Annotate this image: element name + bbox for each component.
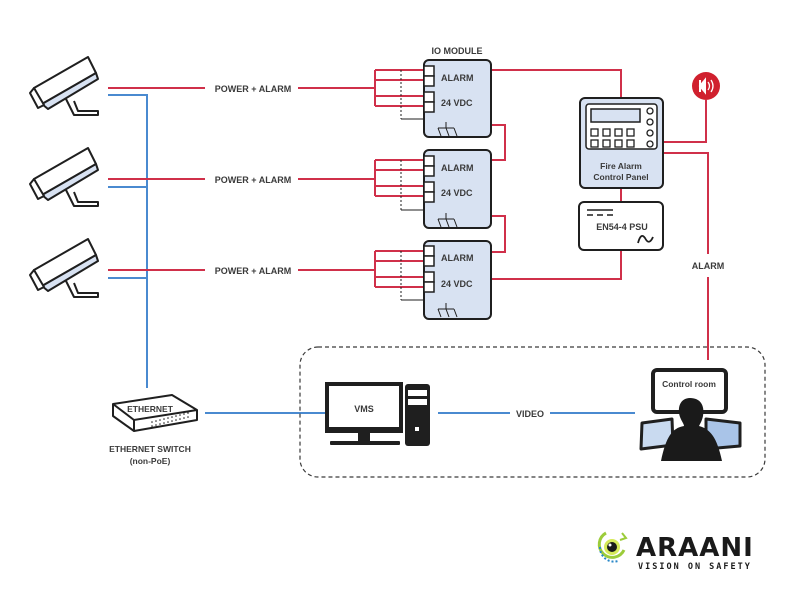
alarm-terminal (423, 65, 435, 77)
alarm-terminal (423, 75, 435, 87)
alarm-terminal (423, 255, 435, 267)
switch-ports (151, 412, 189, 427)
camera2-link-label: POWER + ALARM (215, 175, 291, 185)
alarm-terminal (423, 165, 435, 177)
camera1-link-label: POWER + ALARM (215, 84, 291, 94)
ac-icon (637, 235, 654, 244)
io-module-2[interactable]: ALARM 24 VDC (423, 149, 492, 229)
power-terminal (423, 271, 435, 283)
power-label: 24 VDC (441, 279, 473, 289)
power-alarm-wiring (108, 69, 709, 360)
computer-tower-icon (405, 384, 430, 446)
alarm-label: ALARM (441, 73, 474, 83)
alarm-terminal (423, 155, 435, 167)
io-to-panel-line (491, 69, 622, 97)
psu-label: EN54-4 PSU (596, 222, 648, 232)
operator-silhouette-icon (661, 398, 722, 461)
vms-label: VMS (354, 404, 374, 414)
power-terminal (423, 91, 435, 103)
network-wiring (108, 94, 635, 414)
monitoring-zone-boundary (299, 346, 766, 478)
cctv-camera-icon[interactable] (29, 238, 99, 298)
video-link-label: VIDEO (516, 409, 544, 419)
io-module-1[interactable]: ALARM 24 VDC (423, 59, 492, 138)
power-label: 24 VDC (441, 98, 473, 108)
control-room[interactable]: Control room (639, 368, 742, 461)
camera3-link-label: POWER + ALARM (215, 266, 291, 276)
fire-alarm-control-panel[interactable]: Fire Alarm Control Panel (579, 97, 664, 189)
lcd-display (590, 108, 641, 123)
alarm-label: ALARM (441, 253, 474, 263)
logo-tagline: VISION ON SAFETY (638, 562, 752, 572)
sounder-beacon-icon[interactable] (692, 72, 720, 100)
control-room-label: Control room (662, 379, 716, 389)
switch-body-label: ETHERNET (127, 404, 174, 414)
cctv-camera-icon[interactable] (29, 147, 99, 207)
vms-monitor (325, 382, 403, 433)
panel-to-beacon-line (663, 100, 707, 143)
alarm-label: ALARM (441, 163, 474, 173)
power-label: 24 VDC (441, 188, 473, 198)
ethernet-switch[interactable]: ETHERNET (112, 394, 198, 432)
fire-panel-label-line1: Fire Alarm (600, 161, 642, 171)
power-terminal (423, 191, 435, 203)
io-module-3[interactable]: ALARM 24 VDC (423, 240, 492, 320)
keypad-buttons (590, 107, 654, 148)
panel-to-control-room-alarm-line (663, 152, 709, 360)
logo-wordmark: ARAANI (636, 533, 754, 563)
power-terminal (423, 281, 435, 293)
switch-caption-line2: (non-PoE) (130, 456, 171, 466)
io-module-title: IO MODULE (432, 46, 483, 56)
araani-logo: ARAANI VISION ON SAFETY (597, 531, 754, 572)
io-to-psu-line (491, 250, 622, 280)
power-terminal (423, 181, 435, 193)
vms-workstation[interactable]: VMS (325, 382, 430, 446)
switch-caption-line1: ETHERNET SWITCH (109, 444, 191, 454)
alarm-link-label: ALARM (692, 261, 725, 271)
alarm-terminal (423, 245, 435, 257)
power-terminal (423, 101, 435, 113)
eye-logo-icon (597, 531, 628, 563)
dc-icon (587, 209, 613, 216)
en54-psu[interactable]: EN54-4 PSU (578, 201, 664, 251)
camera1-network-line (108, 94, 148, 388)
cctv-camera-icon[interactable] (29, 56, 99, 116)
fire-panel-label-line2: Control Panel (593, 172, 648, 182)
